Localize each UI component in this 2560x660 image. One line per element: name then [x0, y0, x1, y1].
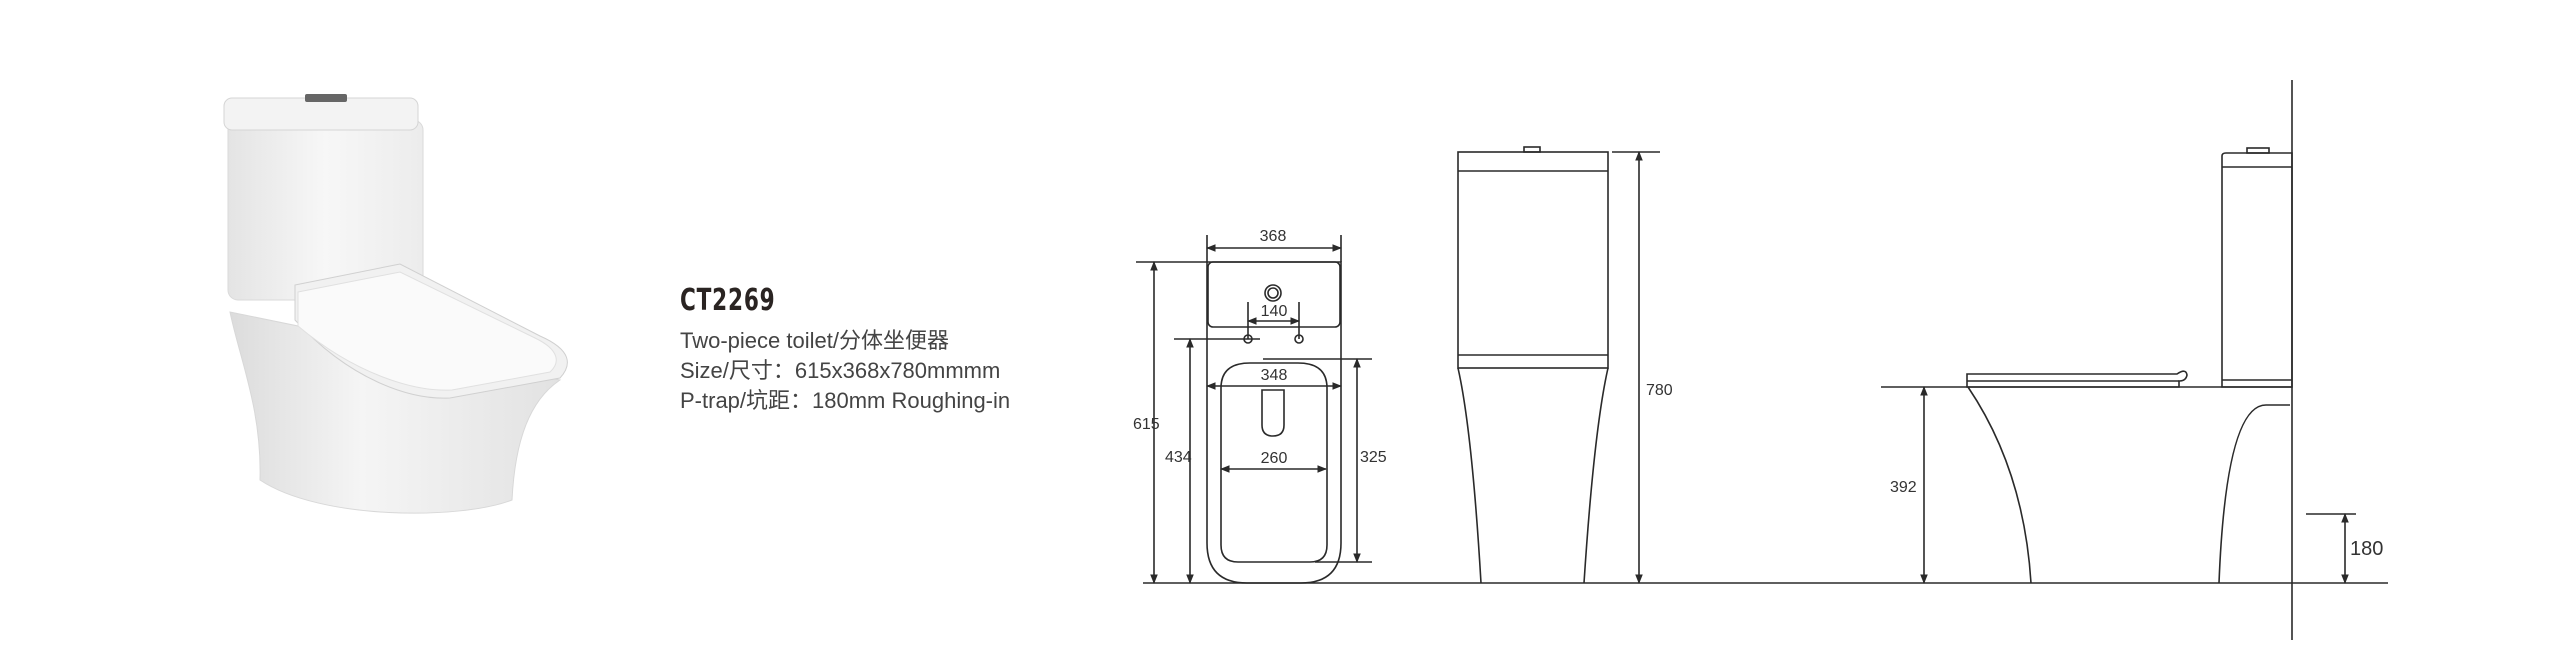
dim-bolt-front-434: 434: [1165, 449, 1192, 466]
dim-bolt-spacing-140: 140: [1261, 303, 1288, 320]
product-spec: CT2269 Two-piece toilet/分体坐便器 Size/尺寸：61…: [680, 283, 1010, 416]
dim-rough-in-180: 180: [2350, 538, 2383, 560]
model-number: CT2269: [680, 283, 776, 318]
product-trap: P-trap/坑距：180mm Roughing-in: [680, 388, 1011, 413]
product-description: Two-piece toilet/分体坐便器: [680, 328, 949, 353]
product-size: Size/尺寸：615x368x780mmmm: [680, 358, 1001, 383]
product-photo-toilet: [223, 94, 568, 514]
dim-bowl-inner-260: 260: [1261, 450, 1288, 467]
dim-bowl-width-348: 348: [1261, 367, 1288, 384]
dim-bowl-length-325: 325: [1360, 449, 1387, 466]
front-view: [1457, 146, 1660, 584]
side-view: [1881, 80, 2356, 640]
dim-height-780: 780: [1646, 382, 1673, 399]
dim-seat-height-392: 392: [1890, 479, 1917, 496]
dim-width-368: 368: [1260, 228, 1287, 245]
dim-depth-615: 615: [1133, 416, 1160, 433]
top-view: [1136, 235, 1372, 584]
